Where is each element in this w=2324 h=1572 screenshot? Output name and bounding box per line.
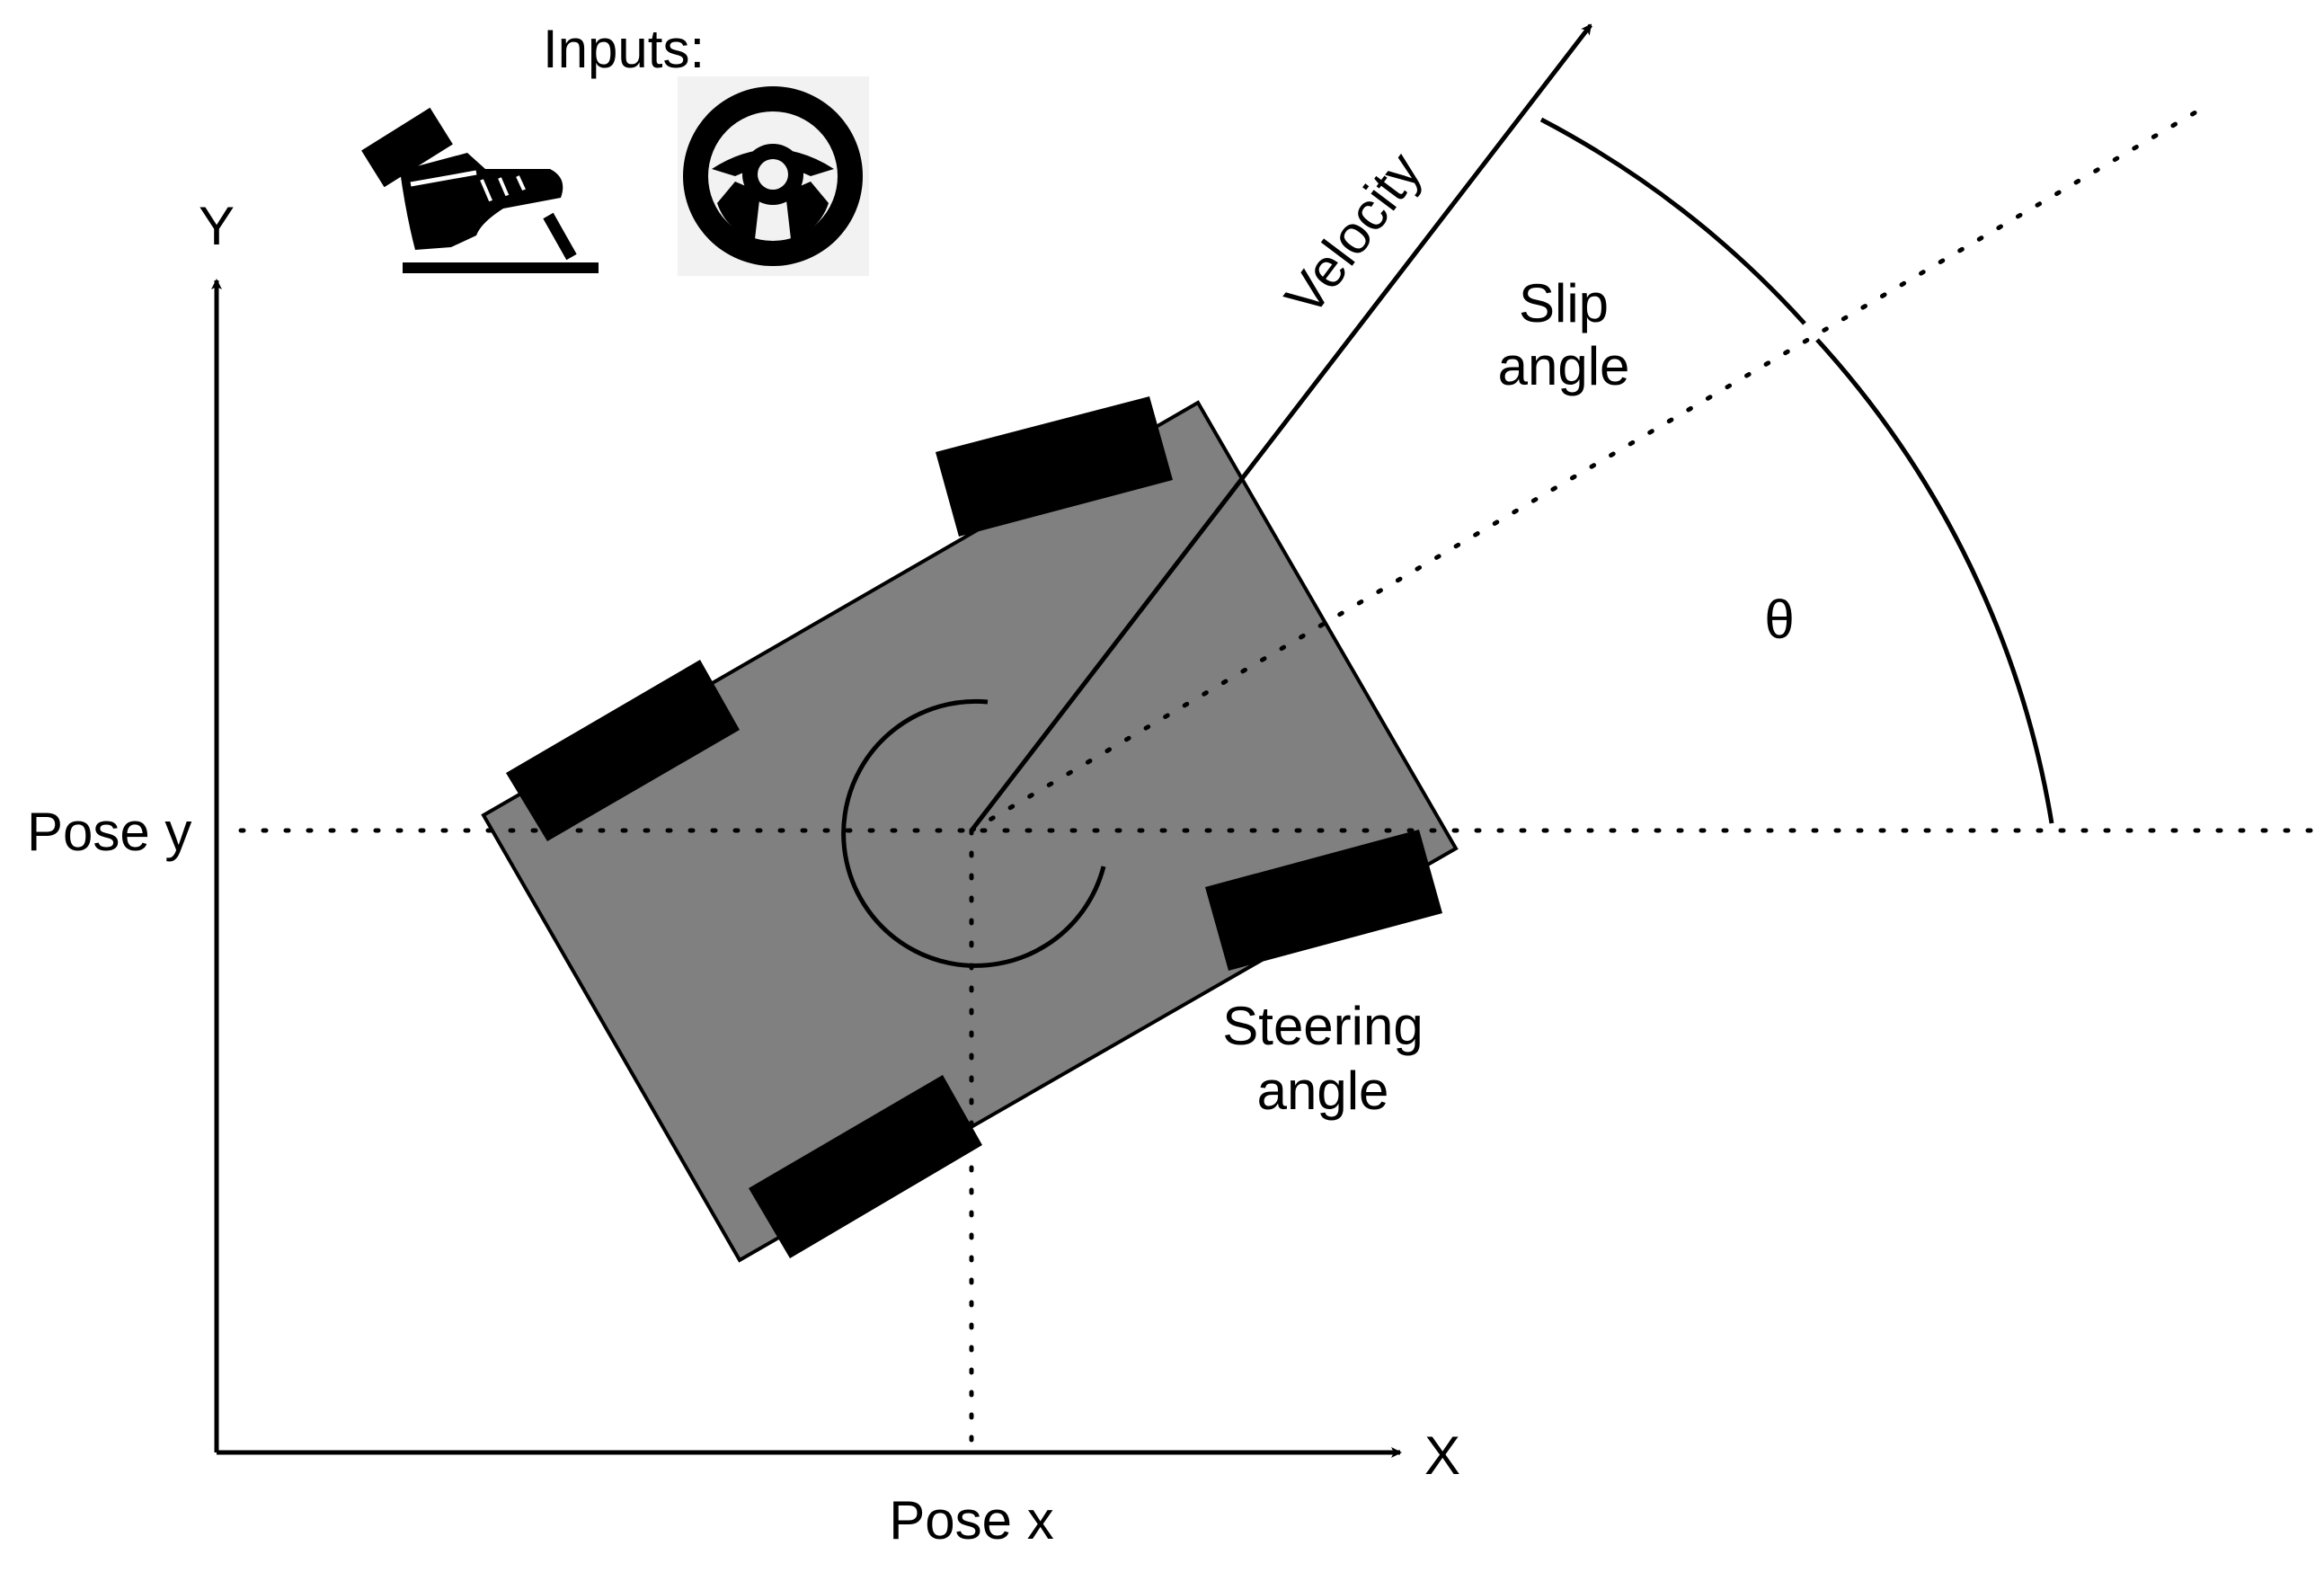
velocity-vector <box>970 23 1592 832</box>
velocity-label: Velocity <box>1273 141 1433 325</box>
rear-right-wheel <box>749 1075 982 1258</box>
heading-guide <box>969 101 2213 833</box>
pose-x-label: Pose x <box>889 1490 1053 1550</box>
x-axis-label: X <box>1424 1425 1460 1486</box>
pose-y-label: Pose y <box>27 802 191 862</box>
pedal-icon <box>361 107 599 273</box>
rear-left-wheel <box>506 660 740 841</box>
front-left-wheel <box>936 396 1173 537</box>
inputs-label: Inputs: <box>543 19 705 79</box>
theta-arc <box>1815 338 2054 824</box>
steering-angle-label-line1: Steering <box>1222 996 1423 1056</box>
y-axis-label: Y <box>199 196 235 256</box>
slip-angle-label-line2: angle <box>1498 336 1630 396</box>
slip-angle-label-line1: Slip <box>1519 273 1609 333</box>
yaw-rate-arc <box>841 698 1106 968</box>
front-right-wheel <box>1205 830 1442 971</box>
theta-label: θ <box>1764 590 1794 650</box>
steering-wheel-icon <box>678 76 869 276</box>
steering-angle-label-line2: angle <box>1257 1061 1389 1121</box>
slip-angle-arc <box>1539 117 1806 325</box>
